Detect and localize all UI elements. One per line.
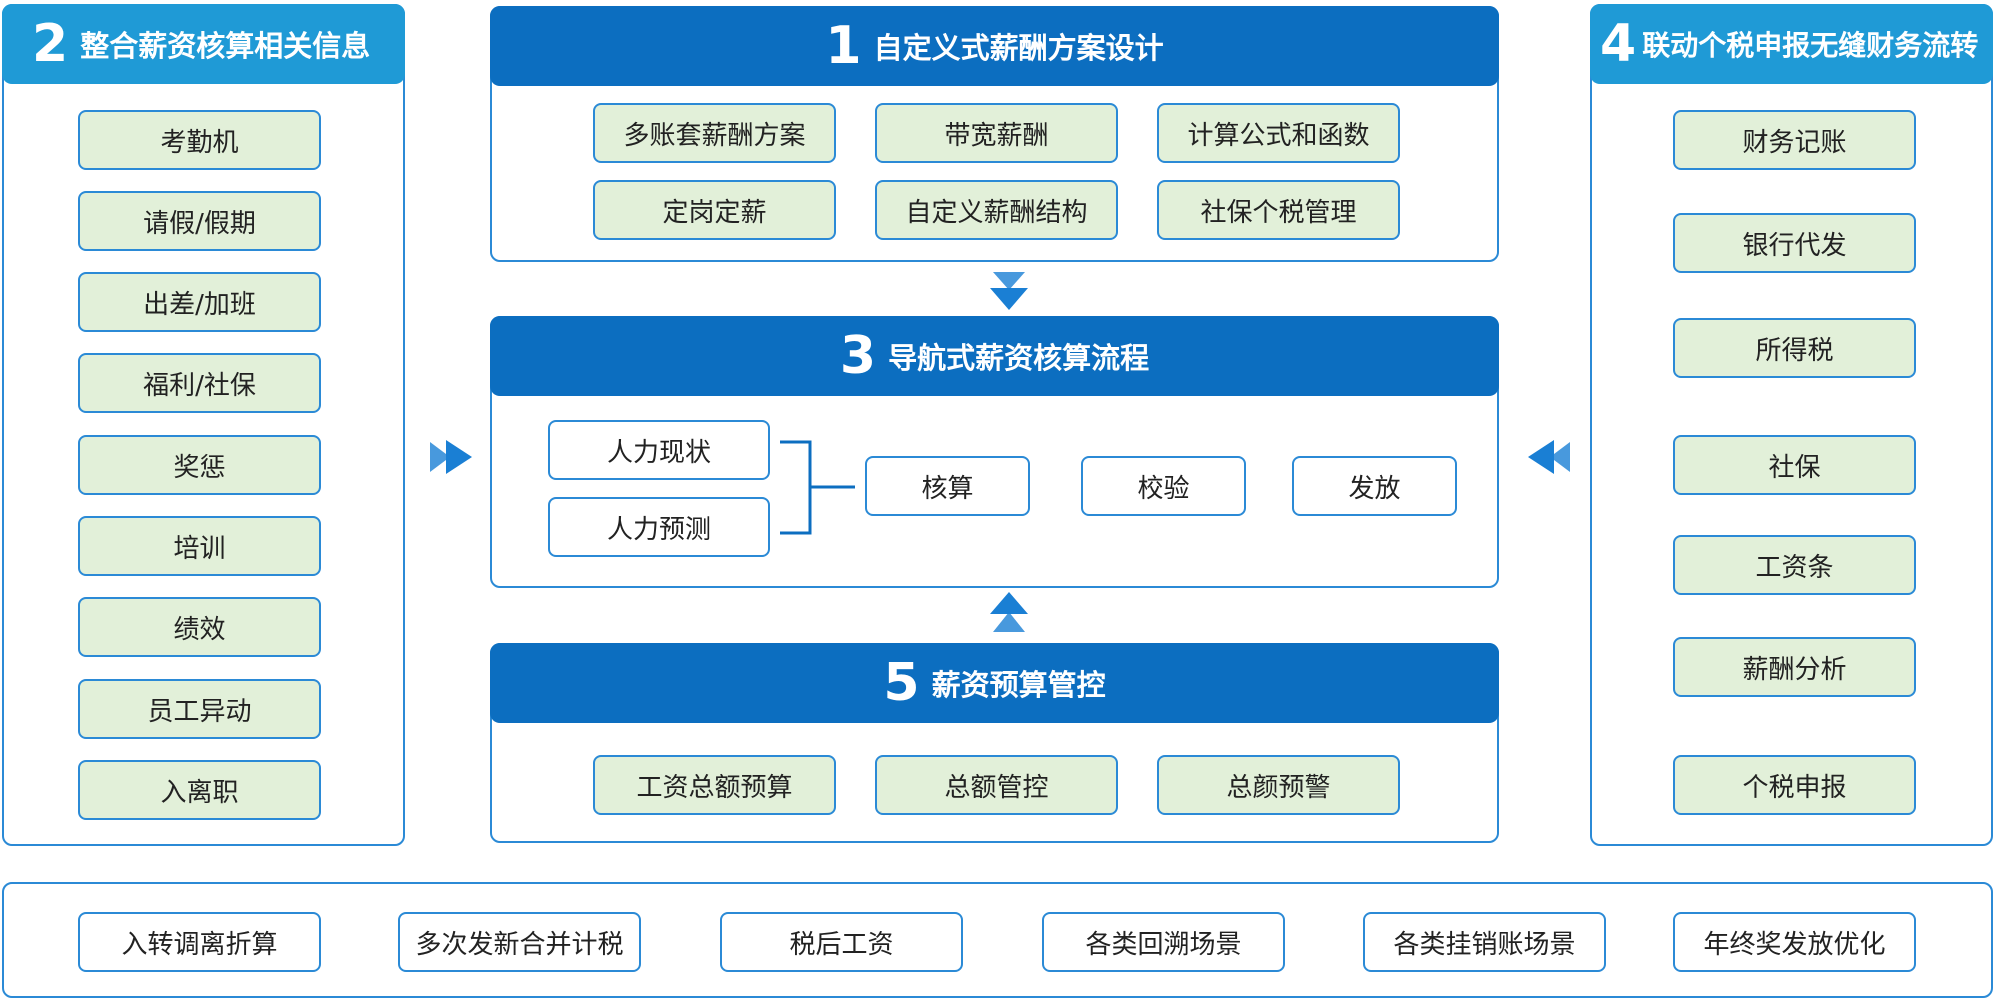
section4-item-payslip: 工资条 (1673, 535, 1916, 595)
section1-item-multi-ledger: 多账套薪酬方案 (593, 103, 836, 163)
section3-step-issue: 发放 (1292, 456, 1457, 516)
section4-title: 联动个税申报无缝财务流转 (1642, 29, 1979, 62)
bracket-connector (780, 440, 855, 535)
section4-item-analysis: 薪酬分析 (1673, 637, 1916, 697)
section5-item-warning: 总颜预警 (1157, 755, 1400, 815)
section2-item-transfer: 员工异动 (78, 679, 321, 739)
section3-input-forecast: 人力预测 (548, 497, 770, 557)
bottom-panel (2, 882, 1993, 998)
section1-item-broadband: 带宽薪酬 (875, 103, 1118, 163)
section2-item-attendance: 考勤机 (78, 110, 321, 170)
left-arrow-icon (1528, 440, 1570, 474)
section4-header: 4 联动个税申报无缝财务流转 (1590, 4, 1993, 84)
section5-number: 5 (883, 653, 920, 713)
section5-title: 薪资预算管控 (931, 668, 1106, 702)
section2-item-travel: 出差/加班 (78, 272, 321, 332)
section2-header: 2 整合薪资核算相关信息 (2, 4, 405, 84)
section2-item-leave: 请假/假期 (78, 191, 321, 251)
section4-item-income-tax: 所得税 (1673, 318, 1916, 378)
section2-item-training: 培训 (78, 516, 321, 576)
section3-step-calculate: 核算 (865, 456, 1030, 516)
section2-title: 整合薪资核算相关信息 (80, 29, 371, 63)
section4-item-accounting: 财务记账 (1673, 110, 1916, 170)
bottom-item-write-off: 各类挂销账场景 (1363, 912, 1606, 972)
section1-item-formula: 计算公式和函数 (1157, 103, 1400, 163)
section1-title: 自定义式薪酬方案设计 (873, 31, 1164, 65)
section2-number: 2 (32, 14, 69, 74)
bottom-item-retro: 各类回溯场景 (1042, 912, 1285, 972)
section3-number: 3 (839, 326, 877, 386)
section5-header: 5 薪资预算管控 (490, 643, 1499, 723)
right-arrow-icon (430, 440, 472, 474)
bottom-item-bonus: 年终奖发放优化 (1673, 912, 1916, 972)
section4-number: 4 (1600, 14, 1637, 74)
section3-header: 3 导航式薪资核算流程 (490, 316, 1499, 396)
section3-input-current: 人力现状 (548, 420, 770, 480)
section1-item-custom-structure: 自定义薪酬结构 (875, 180, 1118, 240)
bottom-item-merge-tax: 多次发新合并计税 (398, 912, 641, 972)
section1-item-social-tax: 社保个税管理 (1157, 180, 1400, 240)
section1-header: 1 自定义式薪酬方案设计 (490, 6, 1499, 86)
section3-step-verify: 校验 (1081, 456, 1246, 516)
section4-item-social: 社保 (1673, 435, 1916, 495)
section5-item-total-budget: 工资总额预算 (593, 755, 836, 815)
bottom-item-after-tax: 税后工资 (720, 912, 963, 972)
section4-item-bank: 银行代发 (1673, 213, 1916, 273)
section2-item-reward: 奖惩 (78, 435, 321, 495)
section2-item-welfare: 福利/社保 (78, 353, 321, 413)
section4-item-tax-declare: 个税申报 (1673, 755, 1916, 815)
section1-item-position-salary: 定岗定薪 (593, 180, 836, 240)
section1-number: 1 (825, 16, 862, 76)
section3-title: 导航式薪资核算流程 (888, 341, 1150, 375)
up-arrow-icon (990, 592, 1028, 632)
bottom-item-transfer-calc: 入转调离折算 (78, 912, 321, 972)
section5-item-total-control: 总额管控 (875, 755, 1118, 815)
down-arrow-icon (990, 272, 1028, 310)
section2-item-performance: 绩效 (78, 597, 321, 657)
section2-item-onboarding: 入离职 (78, 760, 321, 820)
